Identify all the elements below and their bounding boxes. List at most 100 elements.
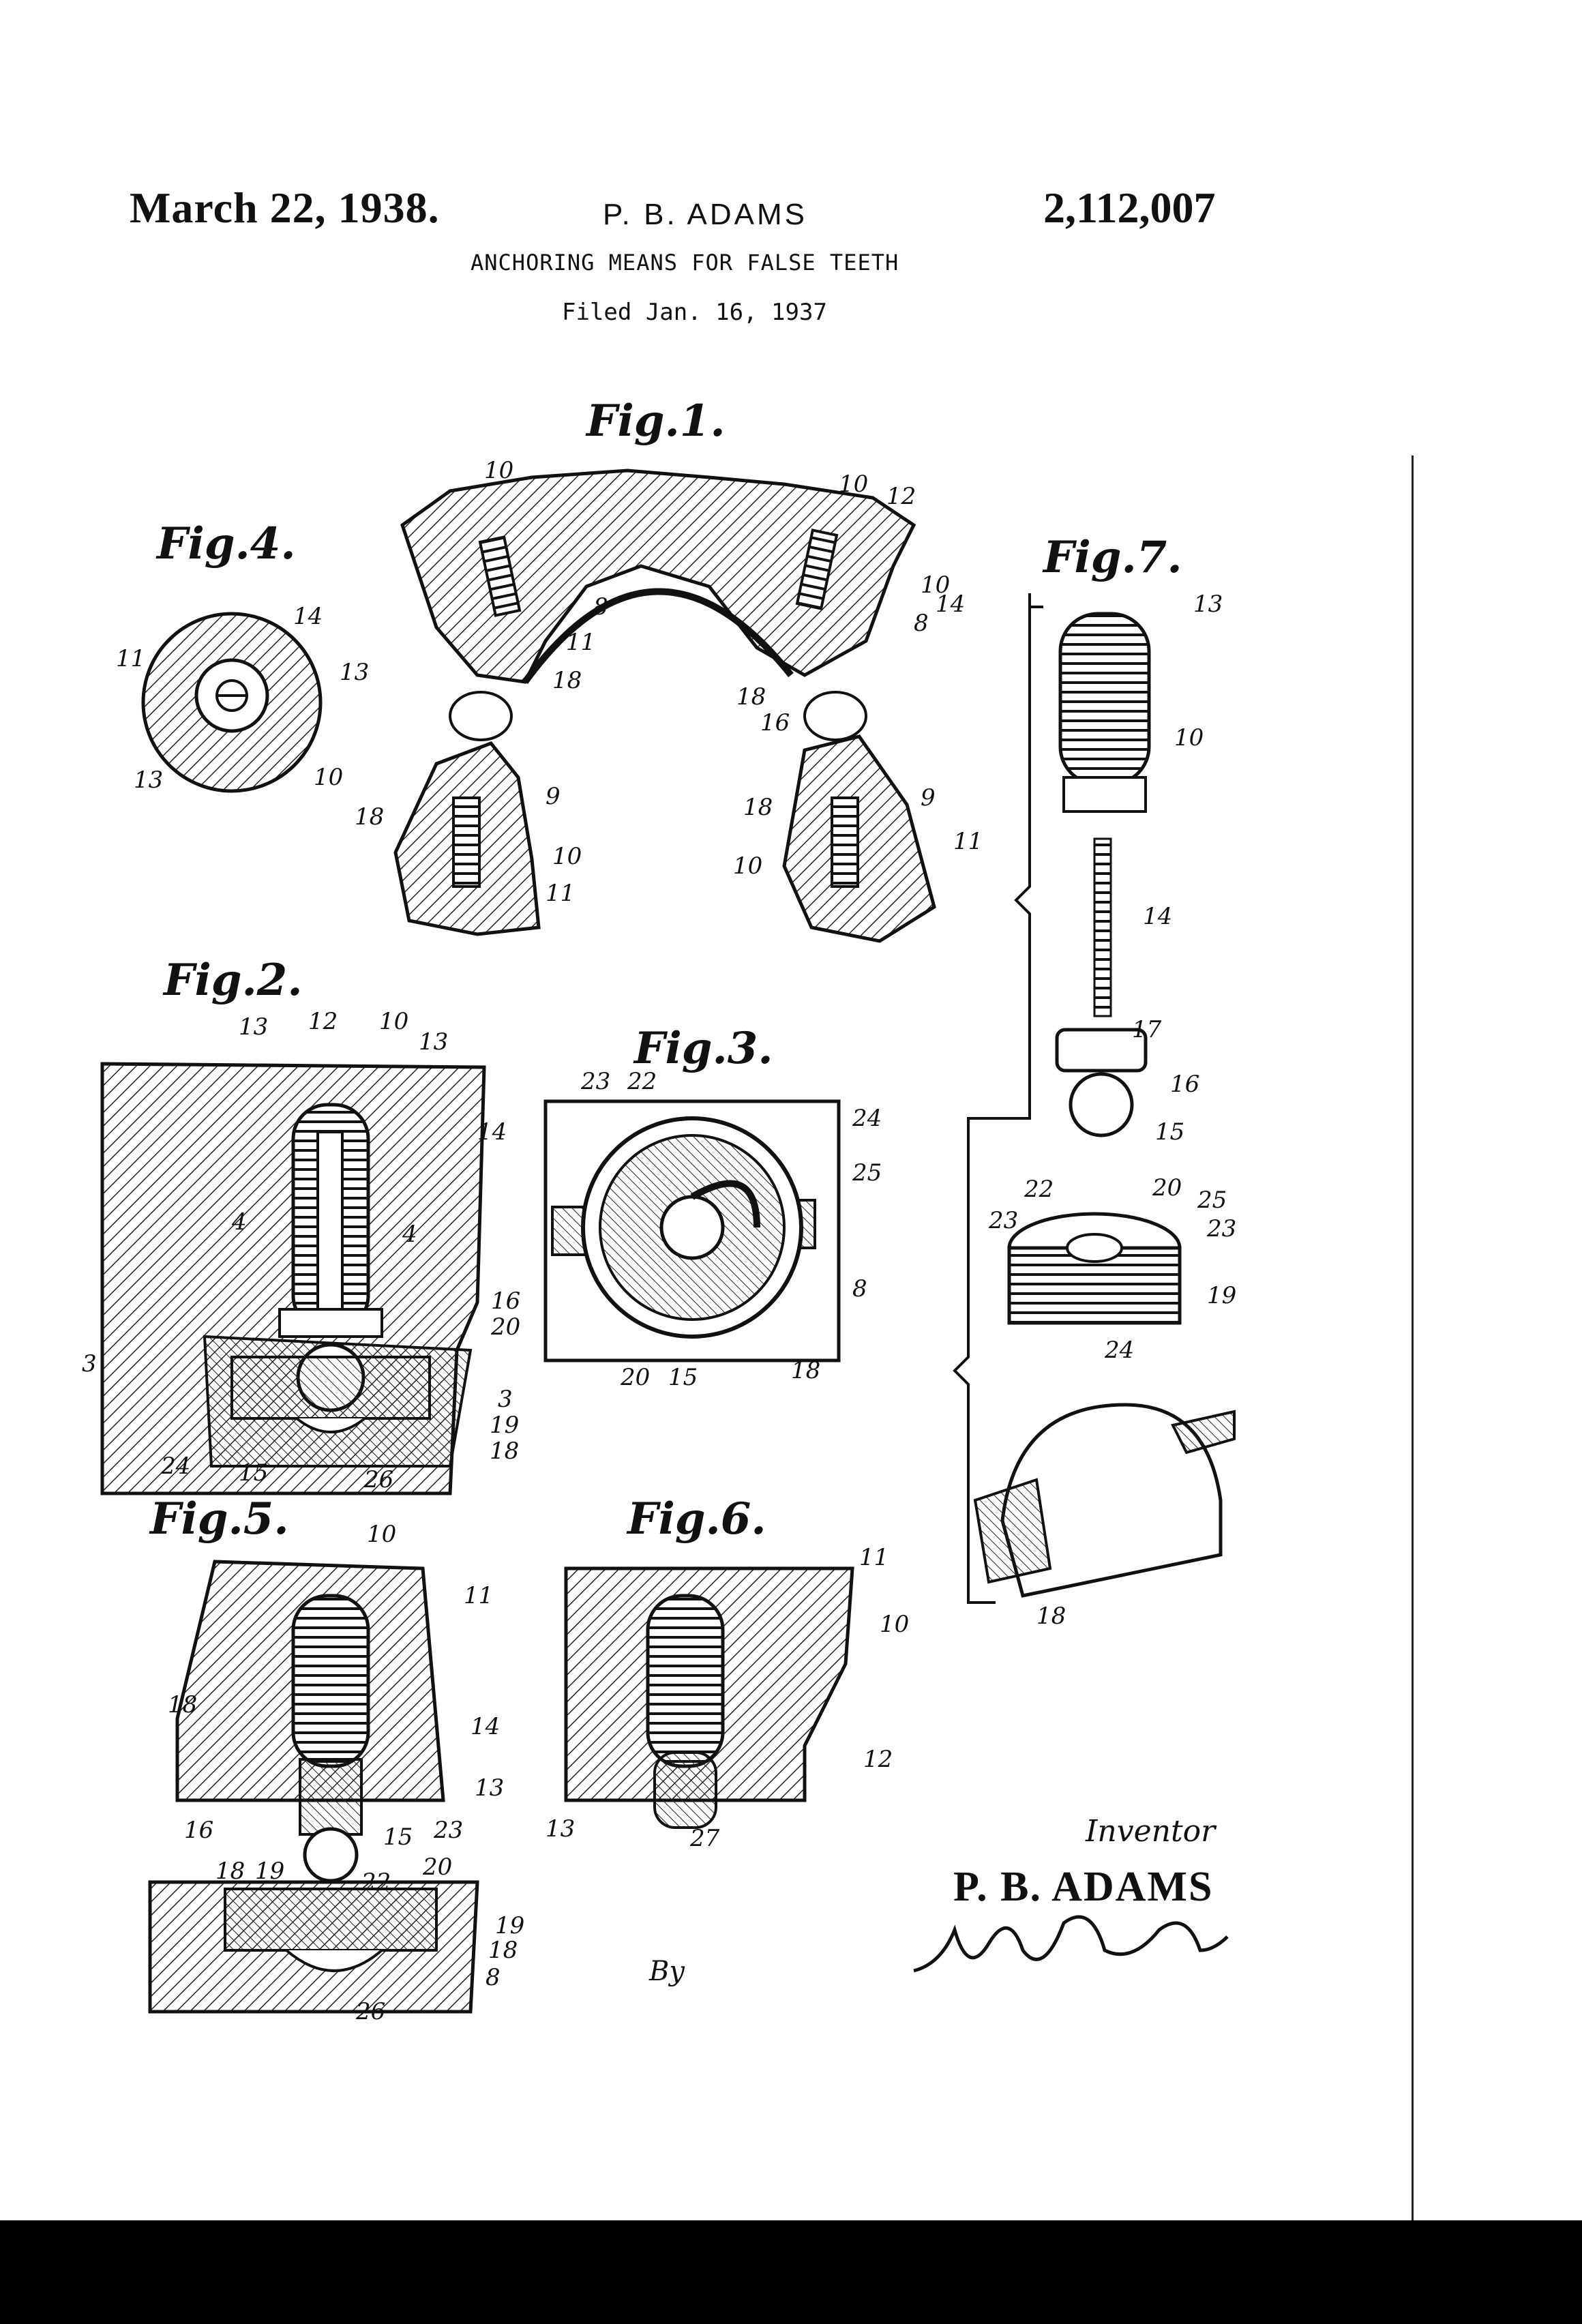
ref-numeral: 10 [1174,724,1204,751]
by-label: By [649,1956,685,1987]
fig3-drawing [543,1099,841,1362]
ref-numeral: 23 [581,1068,611,1095]
ref-numeral: 12 [308,1008,338,1035]
ref-numeral: 10 [367,1521,397,1548]
ref-numeral: 10 [921,571,951,599]
fig1-label: Fig.1. [586,396,726,447]
ref-numeral: 15 [239,1459,269,1487]
ref-numeral: 13 [1193,591,1223,618]
fig7-label: Fig.7. [1043,532,1182,583]
ref-numeral: 10 [880,1611,910,1638]
fig3-label: Fig.3. [634,1023,773,1074]
fig2-drawing [100,1062,486,1495]
ref-numeral: 12 [863,1746,893,1773]
ref-numeral: 20 [423,1853,453,1881]
ref-numeral: 19 [255,1858,285,1885]
ref-numeral: 16 [760,709,790,736]
ref-numeral: 22 [1024,1176,1054,1203]
fig4-drawing [141,612,323,793]
fig6-drawing [564,1566,854,1829]
ref-numeral: 23 [1207,1215,1237,1242]
ref-numeral: 14 [936,591,966,618]
ref-numeral: 23 [989,1207,1019,1234]
ref-numeral: 24 [161,1452,191,1480]
patent-title: ANCHORING MEANS FOR FALSE TEETH [471,250,899,275]
ref-numeral: 16 [1170,1071,1200,1098]
ref-numeral: 13 [546,1815,576,1843]
ref-numeral: 19 [490,1412,520,1439]
ref-numeral: 19 [1207,1282,1237,1309]
ref-numeral: 10 [314,764,344,791]
ref-numeral: 18 [743,794,773,821]
ref-numeral: 16 [491,1287,521,1315]
ref-numeral: 18 [552,667,582,694]
ref-numeral: 18 [736,683,766,711]
ref-numeral: 4 [232,1208,247,1236]
ref-numeral: 8 [852,1275,867,1302]
patent-number: 2,112,007 [1043,183,1216,232]
filed-date: Filed Jan. 16, 1937 [562,299,827,326]
ref-numeral: 18 [355,803,385,831]
ref-numeral: 10 [552,843,582,870]
ref-numeral: 17 [1132,1016,1162,1043]
ref-numeral: 8 [593,593,608,621]
ref-numeral: 24 [1105,1337,1135,1364]
ref-numeral: 11 [464,1582,494,1609]
ref-numeral: 13 [419,1028,449,1056]
ref-numeral: 11 [953,828,983,855]
ref-numeral: 14 [477,1118,507,1146]
page-border-right [1412,456,1414,2222]
fig5-label: Fig.5. [150,1493,289,1545]
fig1-drawing [393,468,936,943]
ref-numeral: 13 [475,1774,505,1802]
ref-numeral: 23 [434,1817,464,1844]
ref-numeral: 15 [383,1823,413,1851]
scan-bottom-bar [0,2220,1582,2324]
ref-numeral: 24 [852,1105,882,1132]
ref-numeral: 20 [1152,1174,1182,1202]
ref-numeral: 15 [668,1364,698,1391]
ref-numeral: 4 [402,1221,417,1248]
ref-numeral: 14 [293,603,323,630]
ref-numeral: 11 [566,629,596,656]
ref-numeral: 14 [471,1713,501,1740]
inventor-name: P. B. ADAMS [953,1864,1214,1910]
ref-numeral: 20 [621,1364,651,1391]
ref-numeral: 27 [690,1825,720,1852]
ref-numeral: 16 [184,1817,214,1844]
inventor-label: Inventor [1086,1814,1216,1849]
ref-numeral: 18 [791,1357,821,1384]
fig2-label: Fig.2. [164,955,303,1006]
ref-numeral: 25 [1197,1187,1227,1214]
ref-numeral: 26 [356,1998,386,2025]
ref-numeral: 9 [546,783,561,810]
ref-numeral: 20 [491,1313,521,1341]
ref-numeral: 18 [215,1858,245,1885]
patent-date: March 22, 1938. [130,183,440,232]
ref-numeral: 11 [116,645,146,672]
ref-numeral: 13 [340,659,370,686]
inventor-header: P. B. ADAMS [603,198,807,231]
ref-numeral: 25 [852,1159,882,1187]
fig5-drawing [148,1560,479,2014]
signature-scribble [913,1915,1229,1973]
ref-numeral: 18 [488,1937,518,1964]
ref-numeral: 8 [486,1964,501,1991]
ref-numeral: 9 [921,784,936,811]
ref-numeral: 13 [134,766,164,794]
fig4-label: Fig.4. [157,518,296,569]
ref-numeral: 13 [239,1013,269,1041]
ref-numeral: 11 [546,880,576,907]
ref-numeral: 19 [495,1912,525,1939]
ref-numeral: 10 [733,852,763,880]
fig7-drawing [953,593,1236,1604]
ref-numeral: 18 [490,1437,520,1465]
ref-numeral: 12 [886,483,916,510]
ref-numeral: 22 [627,1068,657,1095]
ref-numeral: 10 [484,457,514,484]
ref-numeral: 3 [82,1350,97,1377]
ref-numeral: 22 [361,1868,391,1896]
ref-numeral: 10 [379,1008,409,1035]
ref-numeral: 3 [498,1386,513,1413]
